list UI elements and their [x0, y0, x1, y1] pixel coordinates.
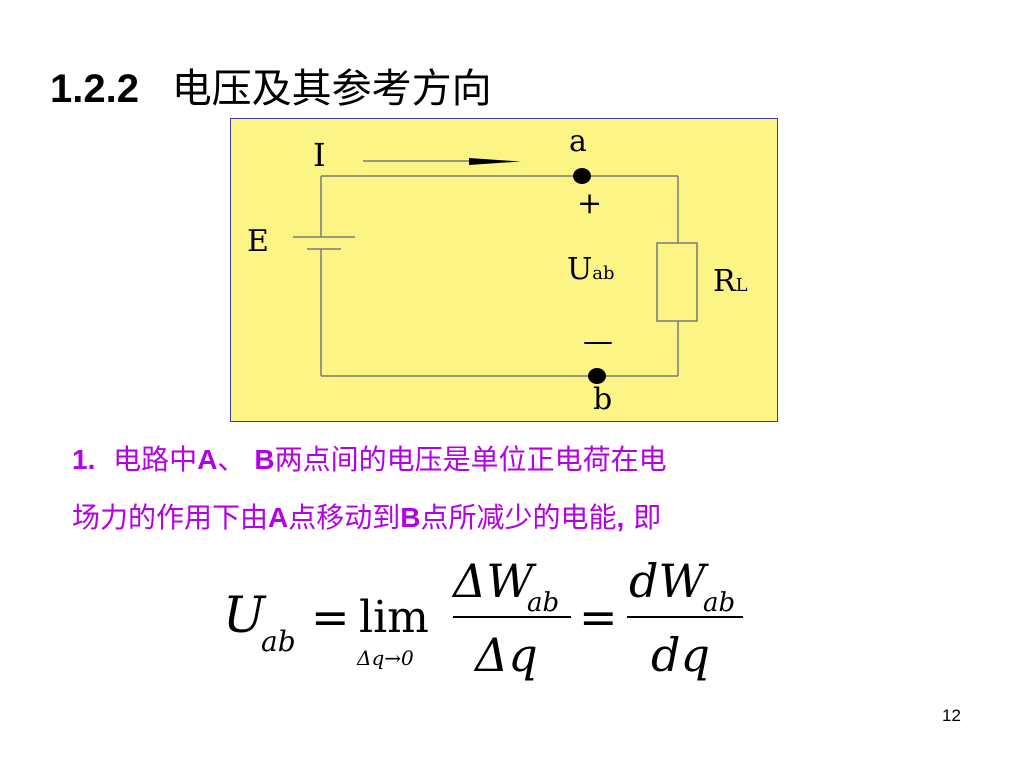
resistor-label: RL: [713, 267, 748, 297]
resistor-subscript: L: [735, 275, 748, 296]
formula-lhs: U: [223, 586, 266, 644]
point-b-ref: B: [400, 502, 421, 533]
fraction1-denominator: Δq: [475, 628, 538, 682]
fraction1-numerator: ΔW: [453, 554, 534, 608]
point-b-ref: B: [254, 444, 275, 475]
resistor-body: [656, 242, 698, 322]
resistor-main: R: [713, 264, 736, 299]
current-arrow-head: [469, 158, 521, 165]
section-number: 1.2.2: [50, 67, 139, 111]
circuit-diagram: I E a + Uab RL — b: [230, 118, 778, 422]
voltage-subscript: ab: [592, 263, 615, 284]
slide-title: 1.2.2 电压及其参考方向: [50, 56, 492, 114]
fraction2-numerator: dW: [629, 554, 706, 608]
text-segment: 点所减少的电能: [420, 501, 617, 534]
current-label: I: [313, 136, 326, 174]
node-b-dot: [588, 368, 606, 384]
text-segment: 场力的作用下由: [72, 501, 269, 534]
fraction2-numerator-subscript: ab: [703, 588, 736, 618]
text-segment: 、: [217, 443, 255, 476]
section-title-text: 电压及其参考方向: [171, 66, 492, 112]
voltage-label: Uab: [567, 255, 615, 285]
node-a-label: a: [569, 124, 587, 159]
text-segment: 两点间的电压是单位正电荷在电: [274, 443, 667, 476]
fraction2-bar: [627, 616, 743, 618]
circuit-drawing: [293, 158, 698, 384]
text-segment: 电路中: [113, 443, 198, 476]
voltage-formula: U ab = lim Δq→0 ΔW ab Δq = dW ab dq: [215, 552, 755, 702]
definition-line-2: 场力的作用下由A点移动到B点所减少的电能, 即: [72, 496, 661, 536]
formula-lim: lim: [359, 592, 429, 643]
item-number: 1.: [72, 444, 96, 475]
page-number: 12: [942, 706, 961, 725]
node-a-dot: [573, 168, 591, 184]
formula-lhs-subscript: ab: [261, 625, 296, 658]
fraction1-numerator-subscript: ab: [527, 588, 560, 618]
node-b-label: b: [593, 382, 613, 417]
plus-sign: +: [577, 186, 603, 221]
formula-equals-2: =: [579, 590, 618, 644]
point-a-ref: A: [197, 444, 218, 475]
text-segment: 点移动到: [288, 501, 401, 534]
text-segment: 即: [624, 501, 662, 534]
voltage-main: U: [567, 252, 593, 287]
fraction2-denominator: dq: [651, 628, 710, 682]
point-a-ref: A: [268, 502, 289, 533]
formula-equals-1: =: [311, 590, 350, 644]
definition-line-1: 1. 电路中A、 B两点间的电压是单位正电荷在电: [72, 438, 667, 478]
formula-lim-subscript: Δq→0: [357, 646, 414, 670]
comma: ,: [616, 502, 625, 533]
source-label: E: [247, 224, 269, 259]
minus-sign: —: [583, 324, 613, 359]
fraction1-bar: [453, 616, 571, 618]
